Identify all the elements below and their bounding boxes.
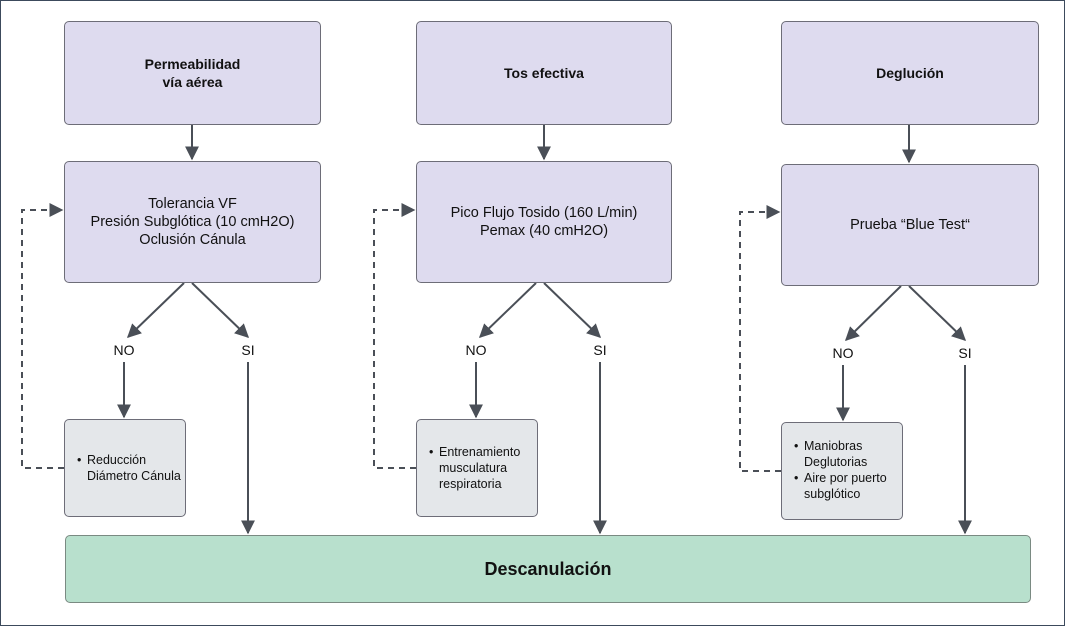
no-label: NO [832, 345, 854, 361]
remedy-line: Reducción [87, 453, 147, 467]
test-box-blue-test: Prueba “Blue Test“ [781, 164, 1039, 286]
dashed-return-2 [373, 203, 416, 469]
arrow-test2-to-no [478, 282, 537, 338]
test-line: Presión Subglótica (10 cmH2O) [90, 214, 295, 230]
remedy-list: Entrenamiento musculatura respiratoria [423, 444, 520, 492]
remedy-item: Entrenamiento musculatura respiratoria [429, 444, 521, 492]
header-box-cough: Tos efectiva [416, 21, 672, 125]
remedy-item: Reducción Diámetro Cánula [77, 452, 181, 484]
dashed-return-1 [21, 203, 64, 469]
no-label: NO [465, 342, 487, 358]
arrow-test1-to-si [191, 282, 250, 338]
header-box-swallowing: Deglución [781, 21, 1039, 125]
remedy-box-cannula: Reducción Diámetro Cánula [64, 419, 186, 517]
remedy-line: Deglutorias [804, 455, 868, 469]
arrow-test2-to-si [543, 282, 602, 338]
arrow-test3-to-si [908, 285, 967, 341]
remedy-line: Aire por puerto [804, 471, 887, 485]
header-line: Permeabilidad [144, 56, 241, 72]
remedy-item: Maniobras Deglutorias [794, 438, 887, 470]
remedy-list: Reducción Diámetro Cánula [71, 452, 181, 484]
yes-label: SI [958, 345, 972, 361]
test-line: Oclusión Cánula [139, 232, 246, 248]
decannulation-box: Descanulación [65, 535, 1031, 603]
remedy-line: subglótico [804, 487, 861, 501]
header-line: vía aérea [162, 74, 223, 90]
remedy-list: Maniobras Deglutorias Aire por puerto su… [788, 438, 887, 502]
dashed-return-3 [739, 205, 781, 472]
header-box-permeability: Permeabilidad vía aérea [64, 21, 321, 125]
arrow-test1-to-no [126, 282, 185, 338]
yes-label: SI [241, 342, 255, 358]
test-line: Pico Flujo Tosido (160 L/min) [450, 205, 638, 221]
remedy-item: Aire por puerto subglótico [794, 470, 887, 502]
test-line: Prueba “Blue Test“ [850, 217, 970, 233]
arrow-test3-to-no [845, 285, 902, 341]
test-box-tolerance: Tolerancia VF Presión Subglótica (10 cmH… [64, 161, 321, 283]
remedy-line: musculatura [439, 461, 508, 475]
test-line: Pemax (40 cmH2O) [479, 223, 609, 239]
remedy-line: Diámetro Cánula [87, 469, 181, 483]
remedy-line: respiratoria [439, 477, 502, 491]
remedy-box-training: Entrenamiento musculatura respiratoria [416, 419, 538, 517]
no-label: NO [113, 342, 135, 358]
header-line: Tos efectiva [504, 65, 584, 81]
decannulation-label: Descanulación [484, 558, 612, 579]
test-box-peak-flow: Pico Flujo Tosido (160 L/min) Pemax (40 … [416, 161, 672, 283]
remedy-line: Maniobras [804, 439, 863, 453]
remedy-box-swallow-maneuvers: Maniobras Deglutorias Aire por puerto su… [781, 422, 903, 520]
test-line: Tolerancia VF [148, 196, 237, 212]
header-line: Deglución [876, 65, 944, 81]
remedy-line: Entrenamiento [439, 445, 521, 459]
yes-label: SI [593, 342, 607, 358]
